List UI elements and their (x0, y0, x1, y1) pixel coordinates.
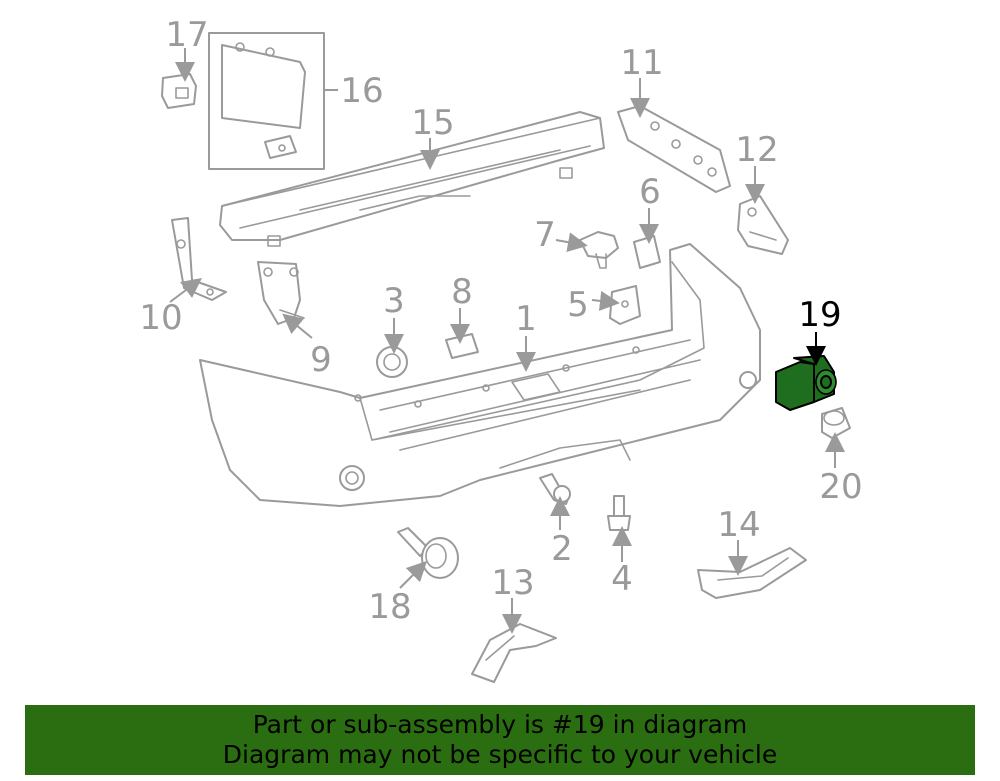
banner-line-1: Part or sub-assembly is #19 in diagram (252, 710, 748, 739)
callout-13: 13 (491, 563, 534, 603)
callout-4: 4 (611, 559, 633, 599)
part-14-lower-bracket (697, 547, 807, 599)
callout-3: 3 (383, 281, 405, 321)
callout-20: 20 (819, 467, 862, 507)
parts-diagram: 1 2 3 4 5 6 7 8 9 10 11 12 13 14 15 16 1… (139, 15, 863, 683)
callout-15: 15 (411, 103, 454, 143)
part-4-screw (607, 495, 631, 531)
part-20-retainer (821, 407, 851, 439)
part-10-bracket (171, 217, 227, 301)
callout-6: 6 (639, 172, 661, 212)
part-17-clip (161, 73, 197, 109)
part-11-bracket (617, 105, 731, 193)
callout-5: 5 (567, 285, 589, 325)
part-1-bumper-cover (199, 243, 761, 507)
part-13-lower-bracket (471, 623, 557, 683)
callout-10: 10 (139, 298, 182, 338)
part-12-side-bracket (737, 195, 789, 255)
callout-1: 1 (515, 299, 537, 339)
part-8-cover (445, 333, 479, 359)
part-3-grommet (376, 346, 408, 378)
part-7-push-clip (579, 231, 619, 269)
callout-18: 18 (368, 587, 411, 627)
callout-17: 17 (165, 15, 208, 55)
part-9-bracket (257, 261, 305, 325)
part-18-bumper-stop (397, 527, 459, 579)
callout-8: 8 (451, 272, 473, 312)
leader-18 (399, 560, 428, 589)
leader-9 (282, 313, 313, 339)
part-19-parking-sensor (775, 355, 837, 411)
part-15-reinforcement (219, 111, 605, 247)
leader-10 (169, 278, 202, 303)
callout-9: 9 (310, 340, 332, 380)
leader-7 (555, 232, 588, 253)
part-5-clip (609, 285, 641, 325)
part-6-cap (633, 235, 661, 269)
callout-7: 7 (534, 215, 556, 255)
callout-2: 2 (551, 529, 573, 569)
callout-16: 16 (340, 71, 383, 111)
part-16-mudflap (208, 32, 325, 170)
info-banner: Part or sub-assembly is #19 in diagram D… (25, 705, 975, 775)
part-2-bolt (539, 473, 571, 505)
leader-5 (591, 290, 620, 311)
callout-12: 12 (735, 130, 778, 170)
callout-19: 19 (798, 295, 841, 335)
banner-line-2: Diagram may not be specific to your vehi… (222, 740, 778, 769)
callout-14: 14 (717, 505, 760, 545)
callout-11: 11 (620, 43, 663, 83)
